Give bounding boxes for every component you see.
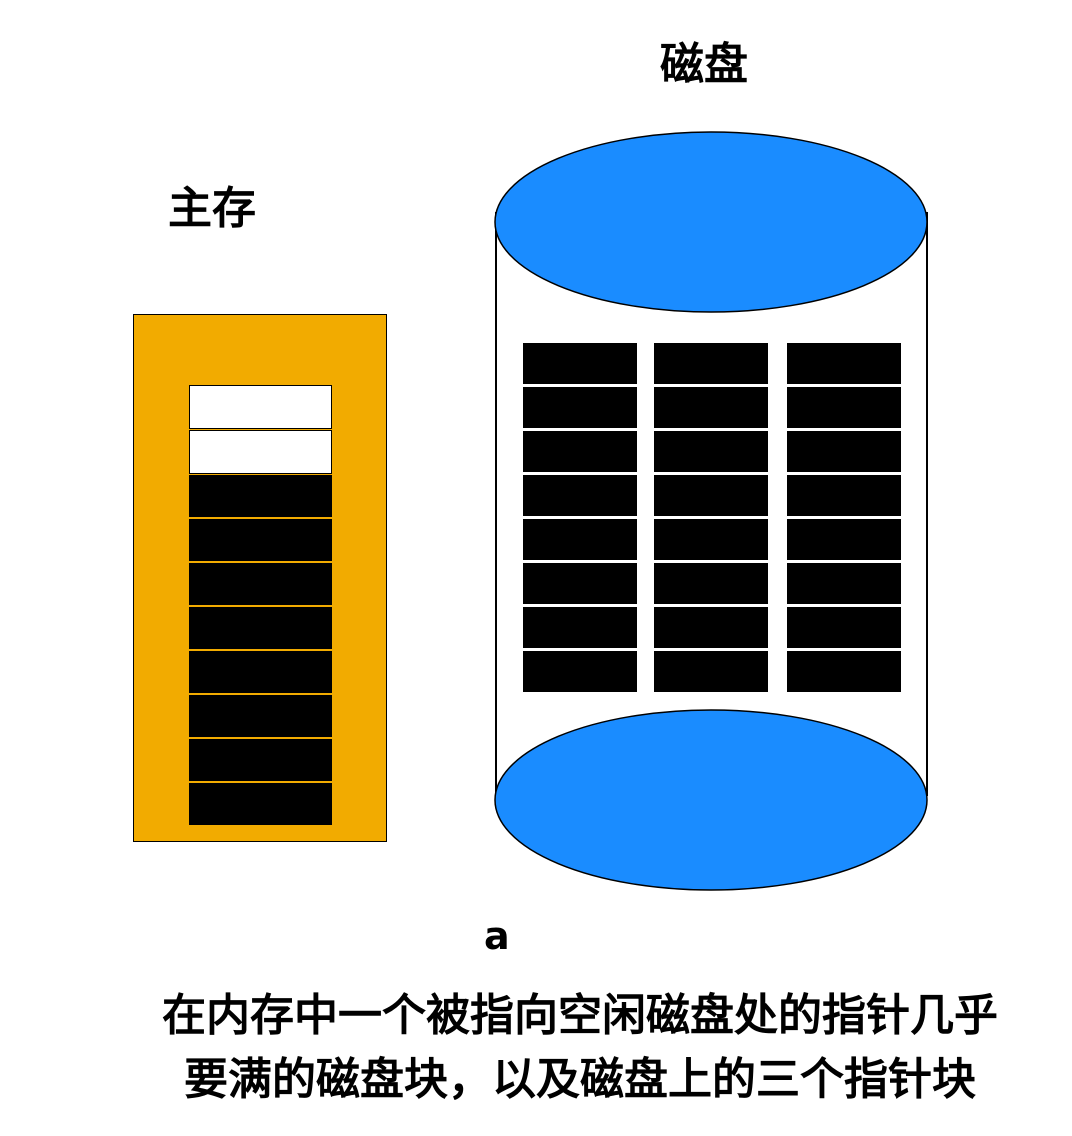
disk-block-cell (523, 607, 637, 648)
memory-used-slot (189, 475, 332, 517)
disk-block-cell (787, 343, 901, 384)
memory-free-slot (189, 430, 332, 474)
disk-block-cell (654, 387, 768, 428)
disk-block-cell (654, 343, 768, 384)
disk-block-cell (523, 651, 637, 692)
memory-used-slot (189, 695, 332, 737)
memory-used-slot (189, 607, 332, 649)
main-memory-box (133, 314, 387, 842)
disk-block-cell (654, 563, 768, 604)
caption: 在内存中一个被指向空闲磁盘处的指针几乎 要满的磁盘块，以及磁盘上的三个指针块 (60, 984, 1072, 1112)
disk-top-ellipse (494, 131, 928, 313)
memory-free-slot (189, 385, 332, 429)
disk-block-cell (787, 607, 901, 648)
disk-pointer-blocks (523, 343, 901, 692)
disk-block-cell (787, 563, 901, 604)
disk-block-cell (523, 431, 637, 472)
memory-used-slot (189, 651, 332, 693)
memory-used-slot (189, 783, 332, 825)
disk-block-cell (654, 607, 768, 648)
disk-cylinder (494, 131, 928, 891)
disk-block-cell (523, 563, 637, 604)
disk-block-cell (787, 475, 901, 516)
disk-block-cell (787, 519, 901, 560)
caption-line-2: 要满的磁盘块，以及磁盘上的三个指针块 (184, 1054, 976, 1105)
disk-block-cell (654, 651, 768, 692)
disk-label: 磁盘 (660, 39, 748, 90)
disk-block-cell (654, 519, 768, 560)
disk-block-cell (787, 387, 901, 428)
memory-used-slot (189, 739, 332, 781)
disk-block-cell (523, 475, 637, 516)
memory-pointer-block (189, 385, 332, 827)
disk-block-cell (523, 387, 637, 428)
caption-line-1: 在内存中一个被指向空闲磁盘处的指针几乎 (162, 990, 998, 1041)
disk-block-cell (654, 475, 768, 516)
disk-block-cell (787, 651, 901, 692)
memory-used-slot (189, 519, 332, 561)
memory-used-slot (189, 563, 332, 605)
disk-block-cell (787, 431, 901, 472)
disk-block-cell (523, 343, 637, 384)
disk-block-cell (654, 431, 768, 472)
disk-bottom-ellipse (494, 709, 928, 891)
figure-label: a (484, 914, 510, 958)
main-memory-label: 主存 (168, 183, 256, 234)
disk-block-cell (523, 519, 637, 560)
